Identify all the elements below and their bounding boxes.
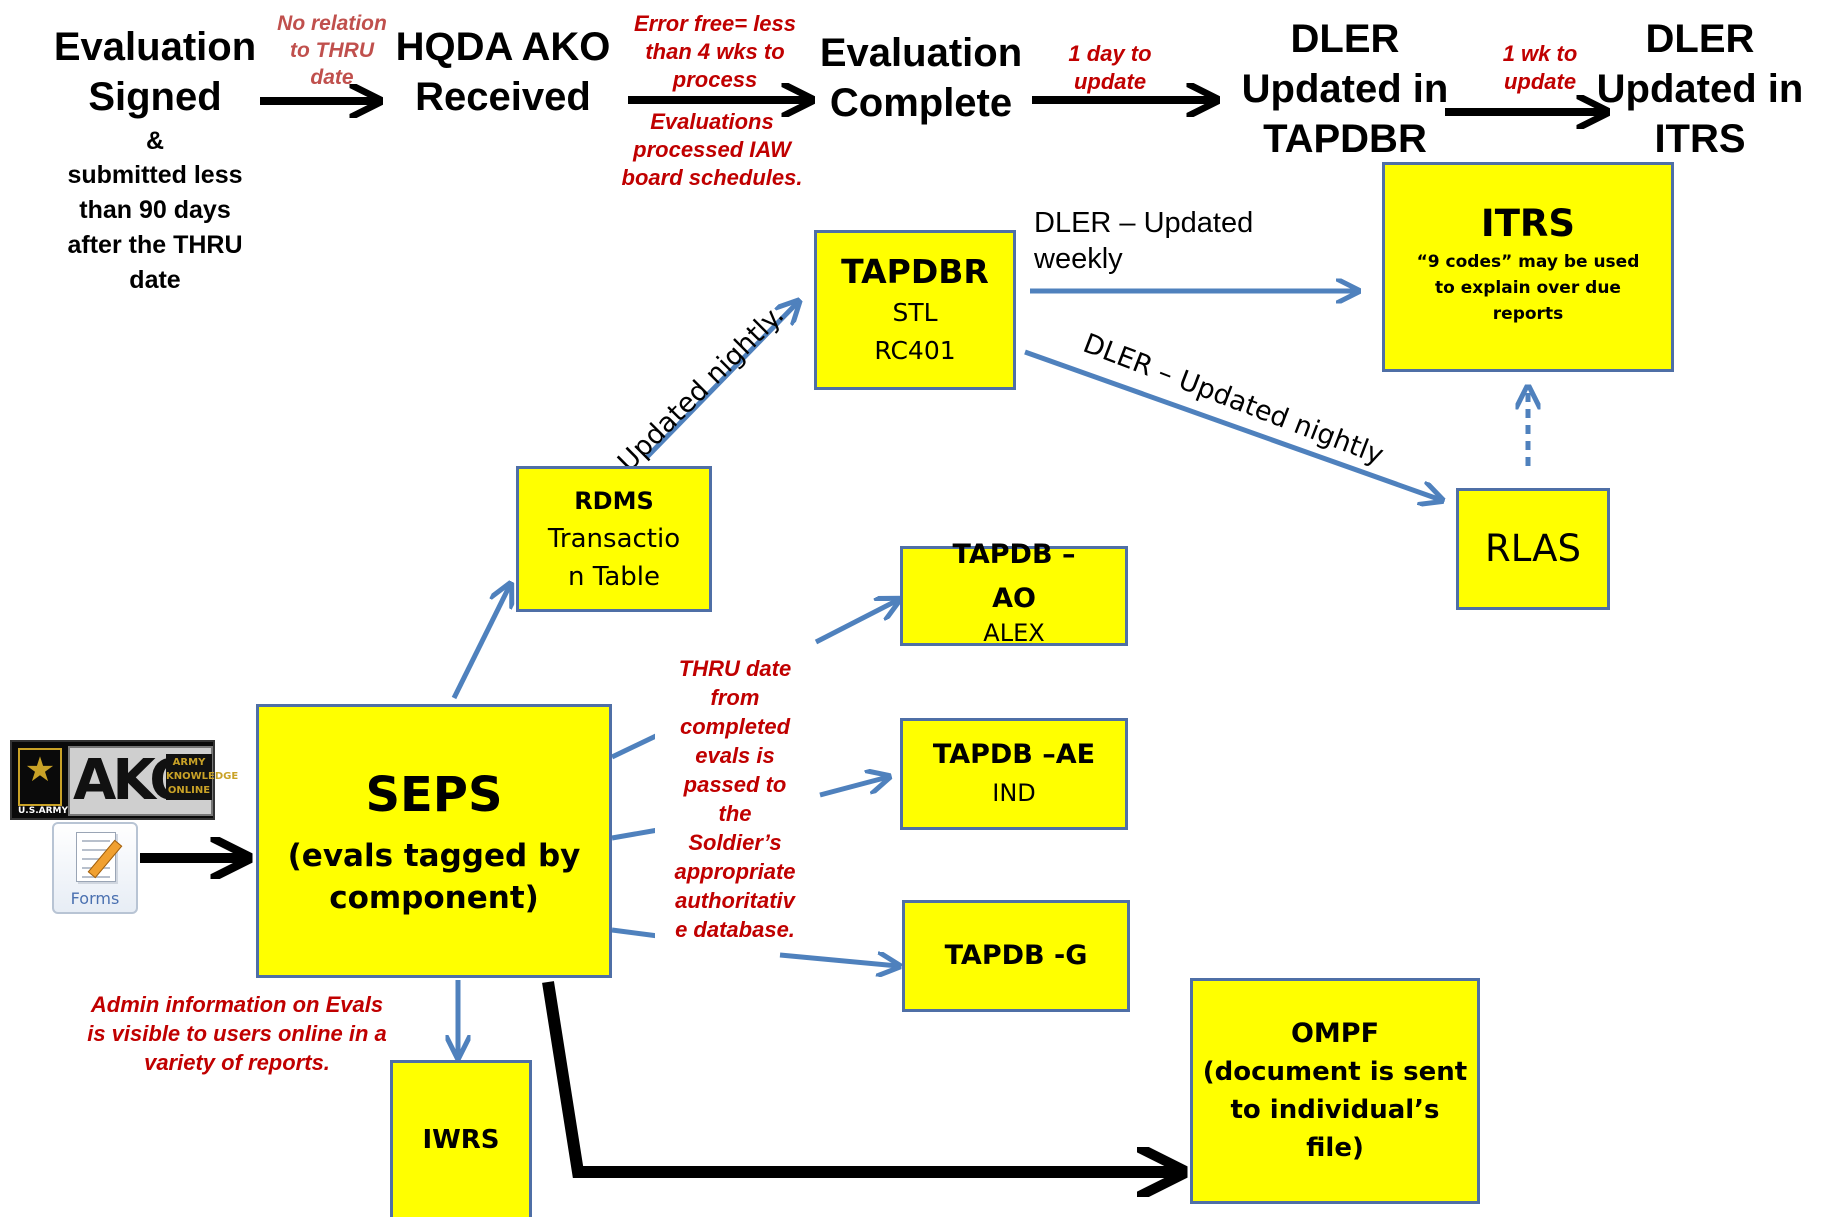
rlas-title: RLAS <box>1485 527 1581 570</box>
arrow-tapdbr-to-rlas <box>1024 349 1441 500</box>
arrow-seps-to-tapdb-ao-b <box>814 600 898 645</box>
itrs-note: “9 codes” may be used to explain over du… <box>1416 252 1640 324</box>
tapdb-ao-box: TAPDB – AO ALEX <box>900 539 1128 647</box>
tapdb-ae-line1: IND <box>992 779 1036 807</box>
hqda-ako-received-label: HQDA AKO Received <box>395 25 611 119</box>
arrow-seps-to-tapdb-ao-a <box>610 732 660 760</box>
tapdb-ae-title: TAPDB –AE <box>932 739 1096 770</box>
tapdb-ao-line1: ALEX <box>983 619 1045 647</box>
submitted-note: submitted less than 90 days after the TH… <box>67 161 243 294</box>
ako-badge: AKO ARMY KNOWLEDGE ONLINE <box>68 746 238 816</box>
one-day-note: 1 day to update <box>1068 41 1152 94</box>
processed-iaw-note: Evaluations processed IAW board schedule… <box>621 109 803 190</box>
tapdbr-line2: RC401 <box>874 336 956 365</box>
ompf-box: OMPF (document is sent to individual’s f… <box>1190 978 1480 1204</box>
no-relation-note: No relation to THRU date <box>277 12 387 89</box>
iwrs-title: IWRS <box>422 1125 500 1155</box>
tapdbr-title: TAPDBR <box>841 252 989 291</box>
seps-title: SEPS <box>365 767 503 823</box>
tapdb-ae-box: TAPDB –AE IND <box>900 718 1128 830</box>
ompf-sub: (document is sent to individual’s file) <box>1202 1057 1468 1163</box>
evaluation-signed-label: Evaluation Signed <box>53 25 257 119</box>
arrow-seps-to-tapdb-ae-b <box>819 777 888 798</box>
thru-date-note: THRU date from completed evals is passed… <box>655 654 815 944</box>
rlas-box: RLAS <box>1456 488 1610 610</box>
tapdb-g-title: TAPDB -G <box>944 940 1088 971</box>
ako-words: ARMY KNOWLEDGE ONLINE <box>166 754 238 800</box>
itrs-box: ITRS “9 codes” may be used to explain ov… <box>1382 162 1674 372</box>
iwrs-box: IWRS <box>390 1060 532 1217</box>
one-week-note: 1 wk to update <box>1502 41 1578 94</box>
dler-weekly-label: DLER – Updated weekly <box>1034 207 1254 275</box>
arrow-seps-to-tapdb-g-b <box>779 955 898 966</box>
dler-tapdbr-label: DLER Updated in TAPDBR <box>1241 17 1449 161</box>
arrow-seps-to-tapdb-g-a <box>611 927 659 939</box>
rdms-box: RDMS Transactio n Table <box>516 466 712 612</box>
seps-box: SEPS (evals tagged by component) <box>256 704 612 978</box>
tapdb-ao-title: TAPDB – AO <box>952 539 1076 614</box>
forms-caption: Forms <box>70 889 120 908</box>
rdms-line1: Transactio n Table <box>547 524 681 592</box>
tapdbr-box: TAPDBR STL RC401 <box>814 230 1016 390</box>
evaluation-complete-label: Evaluation Complete <box>819 31 1023 125</box>
arrow-seps-to-rdms <box>451 585 510 700</box>
seps-sub: (evals tagged by component) <box>287 838 581 916</box>
rdms-title: RDMS <box>574 487 654 515</box>
tapdbr-line1: STL <box>892 298 938 327</box>
admin-info-note: Admin information on Evals is visible to… <box>87 992 387 1075</box>
arrow-seps-to-tapdb-ae-a <box>611 827 659 841</box>
arrow-rdms-to-tapdbr <box>644 302 798 460</box>
forms-icon: Forms <box>52 822 138 914</box>
army-star-icon: ★ <box>18 748 62 806</box>
ako-logo: ★ U.S.ARMY AKO ARMY KNOWLEDGE ONLINE <box>10 740 238 820</box>
error-free-note: Error free= less than 4 wks to process <box>633 11 797 92</box>
itrs-title: ITRS <box>1480 202 1576 245</box>
arrow-seps-to-ompf <box>542 981 1180 1172</box>
ompf-title: OMPF <box>1290 1018 1380 1049</box>
ampersand-label: & <box>145 127 165 155</box>
us-army-text: U.S.ARMY <box>18 806 68 816</box>
tapdb-g-box: TAPDB -G <box>902 900 1130 1012</box>
dler-itrs-label: DLER Updated in ITRS <box>1596 17 1804 161</box>
